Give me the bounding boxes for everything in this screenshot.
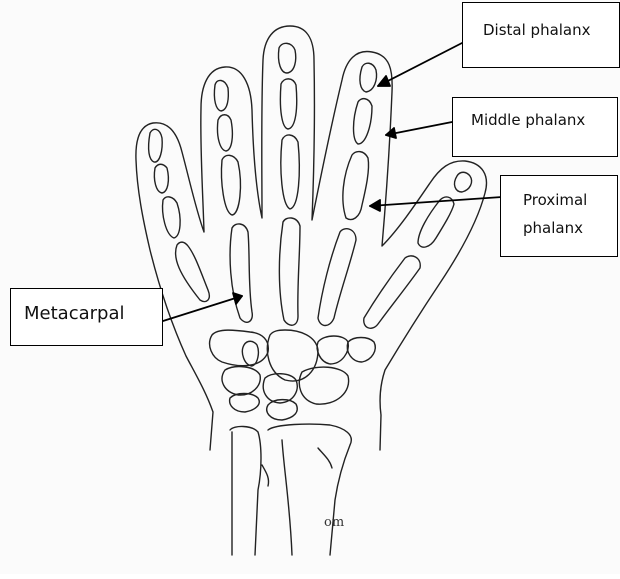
arrowhead-distal	[378, 76, 390, 86]
label-proximal-line2: phalanx	[523, 214, 617, 242]
signature: om	[324, 515, 344, 530]
label-distal-text: Distal phalanx	[483, 21, 619, 39]
arrow-distal	[378, 43, 462, 86]
arrowhead-proximal	[370, 200, 380, 211]
label-metacarpal: Metacarpal	[10, 288, 163, 346]
carpal-bones	[210, 330, 376, 420]
label-middle-text: Middle phalanx	[471, 111, 617, 129]
finger-4-bones	[318, 63, 377, 325]
label-middle-phalanx: Middle phalanx	[452, 97, 618, 157]
label-proximal-line1: Proximal	[523, 186, 617, 214]
label-metacarpal-text: Metacarpal	[24, 303, 162, 324]
finger-1-bones	[149, 129, 210, 301]
arrowhead-middle	[386, 128, 396, 138]
thumb-bones	[364, 172, 472, 328]
arrow-metacarpal	[163, 296, 242, 321]
forearm-bones	[230, 424, 351, 555]
label-distal-phalanx: Distal phalanx	[462, 2, 620, 68]
hand-outline	[136, 26, 487, 450]
arrowhead-metacarpal	[233, 293, 242, 304]
finger-3-bones	[278, 43, 300, 325]
pointer-arrows	[163, 43, 502, 321]
label-proximal-phalanx: Proximal phalanx	[500, 175, 618, 257]
finger-2-bones	[214, 80, 252, 322]
